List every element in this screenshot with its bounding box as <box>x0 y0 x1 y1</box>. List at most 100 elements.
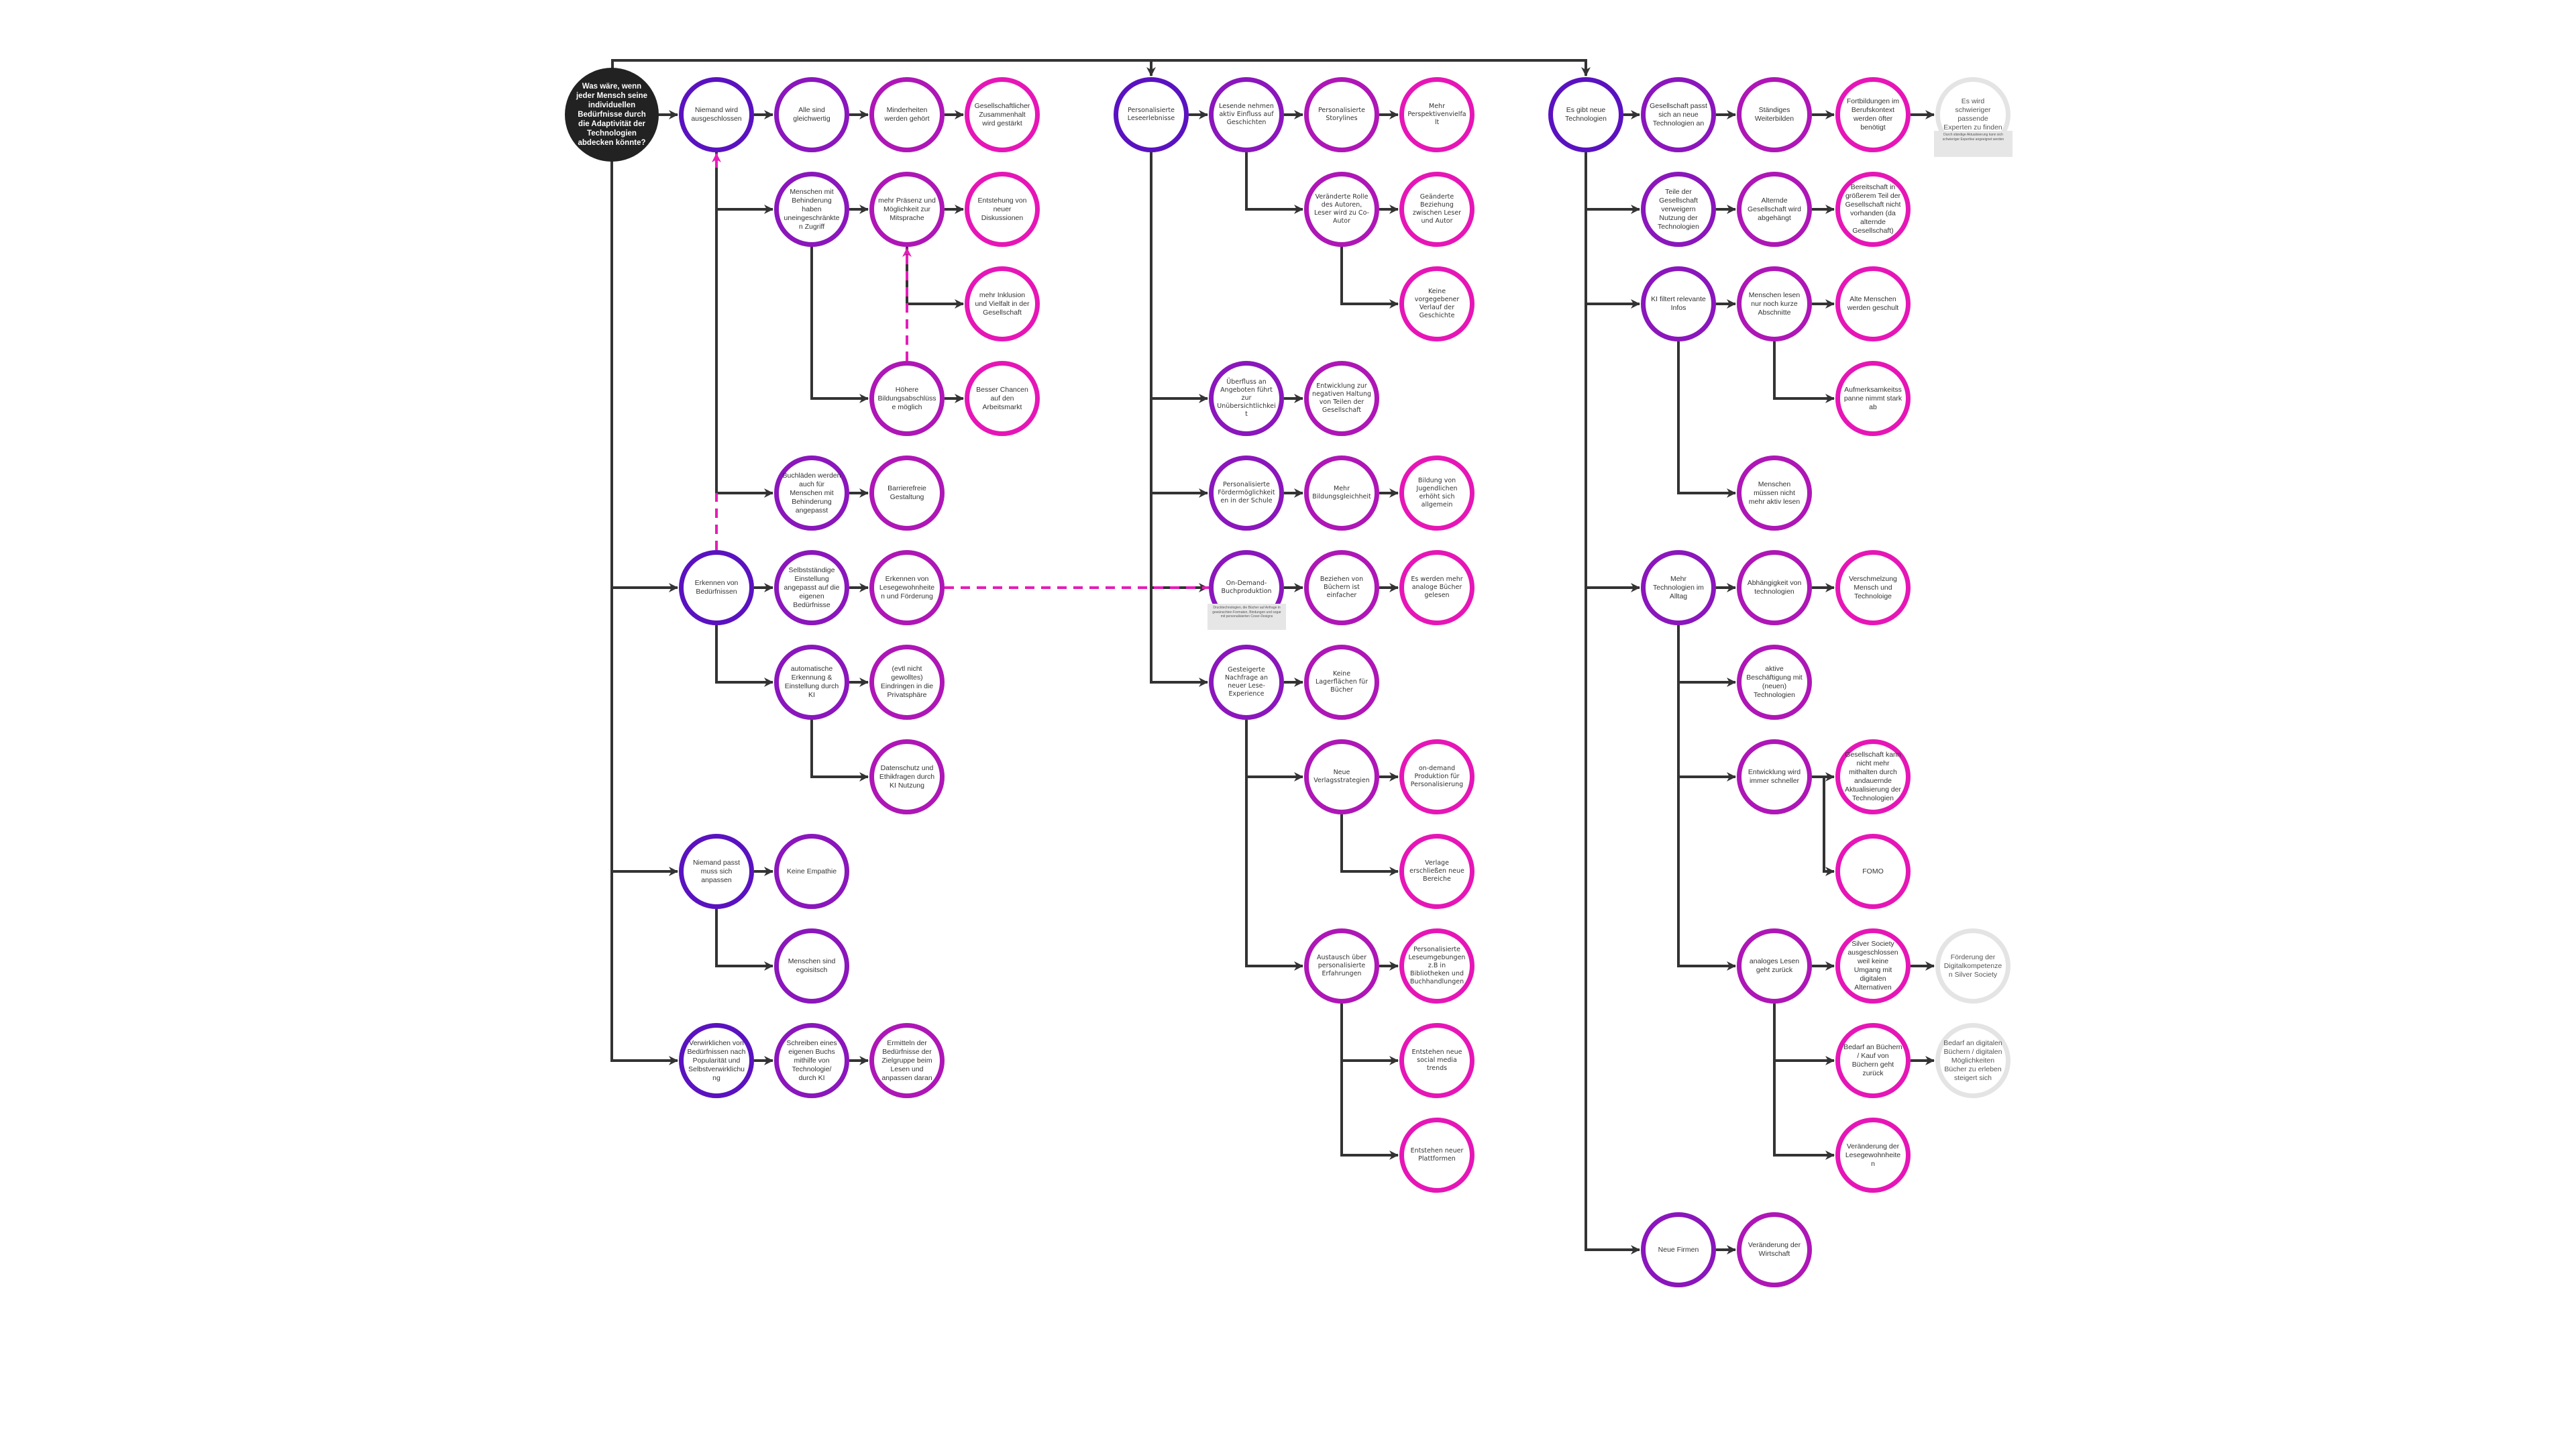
mindmap-node[interactable]: (evtl nicht gewolltes) Eindringen in die… <box>869 645 945 720</box>
mindmap-node[interactable]: Personalisierte Leseumgebungen z.B in Bi… <box>1399 928 1474 1004</box>
mindmap-node[interactable]: Gesellschaft passt sich an neue Technolo… <box>1641 77 1716 152</box>
mindmap-node[interactable]: Überfluss an Angeboten führt zur Unübers… <box>1209 361 1284 436</box>
mindmap-node[interactable]: Entstehen neue social media trends <box>1399 1023 1474 1098</box>
node-label: (evtl nicht gewolltes) Eindringen in die… <box>880 665 934 699</box>
mindmap-node[interactable]: Alternde Gesellschaft wird abgehängt <box>1737 172 1812 247</box>
mindmap-node[interactable]: Entstehung von neuer Diskussionen <box>965 172 1040 247</box>
mindmap-node[interactable]: Selbstständige Einstellung angepasst auf… <box>774 550 849 625</box>
mindmap-node[interactable]: Keine Empathie <box>774 834 849 909</box>
mindmap-node[interactable]: Verschmelzung Mensch und Technoloige <box>1835 550 1911 625</box>
mindmap-node[interactable]: automatische Erkennung & Einstellung dur… <box>774 645 849 720</box>
mindmap-node[interactable]: Menschen lesen nur noch kurze Abschnitte <box>1737 266 1812 341</box>
mindmap-node[interactable]: on-demand Produktion für Personalisierun… <box>1399 739 1474 814</box>
mindmap-node[interactable]: Verlage erschließen neue Bereiche <box>1399 834 1474 909</box>
mindmap-node[interactable]: aktive Beschäftigung mit (neuen) Technol… <box>1737 645 1812 720</box>
mindmap-node[interactable]: Menschen sind egoisitsch <box>774 928 849 1004</box>
node-label: Was wäre, wenn jeder Mensch seine indivi… <box>576 83 648 147</box>
mindmap-node[interactable]: Entwicklung zur negativen Haltung von Te… <box>1304 361 1379 436</box>
node-label: Gesellschaft passt sich an neue Technolo… <box>1650 101 1707 127</box>
mindmap-node[interactable]: Abhängigkeit von technologien <box>1737 550 1812 625</box>
mindmap-node[interactable]: Teile der Gesellschaft verweigern Nutzun… <box>1641 172 1716 247</box>
mindmap-node[interactable]: Geänderte Beziehung zwischen Leser und A… <box>1399 172 1474 247</box>
node-label: mehr Präsenz und Möglichkeit zur Mitspra… <box>878 196 936 222</box>
mindmap-node[interactable]: Keine Lagerflächen für Bücher <box>1304 645 1379 720</box>
mindmap-node[interactable]: Förderung der Digitalkompetenzen Silver … <box>1935 928 2010 1004</box>
mindmap-node[interactable]: Es werden mehr analoge Bücher gelesen <box>1399 550 1474 625</box>
mindmap-node[interactable]: Menschen müssen nicht mehr aktiv lesen <box>1737 455 1812 531</box>
mindmap-node[interactable]: analoges Lesen geht zurück <box>1737 928 1812 1004</box>
mindmap-node[interactable]: FOMO <box>1835 834 1911 909</box>
mindmap-node[interactable]: Neue Firmen <box>1641 1212 1716 1287</box>
mindmap-node[interactable]: Mehr Bildungsgleichheit <box>1304 455 1379 531</box>
mindmap-node[interactable]: Austausch über personalisierte Erfahrung… <box>1304 928 1379 1004</box>
mindmap-node[interactable]: Gesellschaftlicher Zusammenhalt wird ges… <box>965 77 1040 152</box>
mindmap-node[interactable]: Höhere Bildungsabschlüsse möglich <box>869 361 945 436</box>
mindmap-node[interactable]: Alle sind gleichwertig <box>774 77 849 152</box>
mindmap-node[interactable]: Barrierefreie Gestaltung <box>869 455 945 531</box>
node-label: Aufmerksamkeitsspanne nimmt stark ab <box>1843 385 1902 411</box>
mindmap-node[interactable]: Niemand wird ausgeschlossen <box>679 77 754 152</box>
mindmap-node[interactable]: Menschen mit Behinderung haben uneingesc… <box>774 172 849 247</box>
node-label: automatische Erkennung & Einstellung dur… <box>784 665 839 699</box>
mindmap-node[interactable]: Erkennen von Lesegewohnheiten und Förder… <box>869 550 945 625</box>
arrow-connector <box>1245 152 1303 214</box>
mindmap-node[interactable]: Keine vorgegebener Verlauf der Geschicht… <box>1399 266 1474 341</box>
mindmap-node[interactable]: Bereitschaft in größerem Teil der Gesell… <box>1835 172 1911 247</box>
mindmap-node[interactable]: Alte Menschen werden geschult <box>1835 266 1911 341</box>
mindmap-node[interactable]: Erkennen von Bedürfnissen <box>679 550 754 625</box>
node-label: Keine Lagerflächen für Bücher <box>1315 670 1368 694</box>
mindmap-node[interactable]: Minderheiten werden gehört <box>869 77 945 152</box>
node-label: Selbstständige Einstellung angepasst auf… <box>784 566 840 609</box>
mindmap-node[interactable]: Lesende nehmen aktiv Einfluss auf Geschi… <box>1209 77 1284 152</box>
central-question-node[interactable]: Was wäre, wenn jeder Mensch seine indivi… <box>565 68 659 162</box>
mindmap-node[interactable]: Personalisierte Storylines <box>1304 77 1379 152</box>
mindmap-node[interactable]: Aufmerksamkeitsspanne nimmt stark ab <box>1835 361 1911 436</box>
node-note[interactable]: Durch ständige Aktualisierung kann sich … <box>1934 131 2012 157</box>
node-label: Veränderte Rolle des Autoren, Leser wird… <box>1314 193 1369 225</box>
node-label: Personalisierte Storylines <box>1318 107 1365 122</box>
arrow-connector <box>1340 814 1399 876</box>
node-label: Gesteigerte Nachfrage an neuer Lese-Expe… <box>1225 666 1268 698</box>
mindmap-node[interactable]: Bedarf an digitalen Büchern / digitalen … <box>1935 1023 2010 1098</box>
node-label: aktive Beschäftigung mit (neuen) Technol… <box>1746 665 1803 699</box>
mindmap-node[interactable]: Verwirklichen von Bedürfnissen nach Popu… <box>679 1023 754 1098</box>
arrow-connector <box>1677 625 1736 687</box>
mindmap-node[interactable]: Datenschutz und Ethikfragen durch KI Nut… <box>869 739 945 814</box>
mindmap-node[interactable]: Veränderung der Wirtschaft <box>1737 1212 1812 1287</box>
mindmap-node[interactable]: mehr Präsenz und Möglichkeit zur Mitspra… <box>869 172 945 247</box>
node-label: Niemand passt muss sich anpassen <box>692 858 741 884</box>
mindmap-node[interactable]: Besser Chancen auf den Arbeitsmarkt <box>965 361 1040 436</box>
arrow-connector <box>1773 341 1835 403</box>
arrow-connector <box>1245 720 1303 782</box>
mindmap-node[interactable]: Personalisierte Fördermöglichkeiten in d… <box>1209 455 1284 531</box>
mindmap-node[interactable]: Neue Verlagsstrategien <box>1304 739 1379 814</box>
mindmap-node[interactable]: Entwicklung wird immer schneller <box>1737 739 1812 814</box>
mindmap-node[interactable]: Ständiges Weiterbilden <box>1737 77 1812 152</box>
mindmap-node[interactable]: mehr Inklusion und Vielfalt in der Gesel… <box>965 266 1040 341</box>
mindmap-node[interactable]: Fortbildungen im Berufskontext werden öf… <box>1835 77 1911 152</box>
mindmap-node[interactable]: Buchläden werden auch für Menschen mit B… <box>774 455 849 531</box>
mindmap-node[interactable]: Es gibt neue Technologien <box>1548 77 1623 152</box>
mindmap-node[interactable]: Niemand passt muss sich anpassen <box>679 834 754 909</box>
arrow-connector <box>610 161 678 1065</box>
mindmap-node[interactable]: Personalisierte Leseerlebnisse <box>1114 77 1189 152</box>
mindmap-node[interactable]: Veränderte Rolle des Autoren, Leser wird… <box>1304 172 1379 247</box>
node-note[interactable]: Drucktechnologien, die Bücher auf Anfrag… <box>1208 604 1286 630</box>
mindmap-node[interactable]: Mehr Perspektivenvielfalt <box>1399 77 1474 152</box>
mindmap-node[interactable]: KI filtert relevante Infos <box>1641 266 1716 341</box>
mindmap-node[interactable]: Ermitteln der Bedürfnisse der Zielgruppe… <box>869 1023 945 1098</box>
mindmap-node[interactable]: Silver Society ausgeschlossen weil keine… <box>1835 928 1911 1004</box>
node-label: Neue Firmen <box>1658 1245 1699 1254</box>
mindmap-node[interactable]: Veränderung der Lesegewohnheiten <box>1835 1118 1911 1193</box>
mindmap-node[interactable]: Bedarf an Büchern / Kauf von Büchern geh… <box>1835 1023 1911 1098</box>
mindmap-node[interactable]: Entstehen neuer Plattformen <box>1399 1118 1474 1193</box>
mindmap-node[interactable]: Beziehen von Büchern ist einfacher <box>1304 550 1379 625</box>
mindmap-node[interactable]: Gesteigerte Nachfrage an neuer Lese-Expe… <box>1209 645 1284 720</box>
mindmap-node[interactable]: Mehr Technologien im Alltag <box>1641 550 1716 625</box>
mindmap-node[interactable]: Schreiben eines eigenen Buchs mithilfe v… <box>774 1023 849 1098</box>
mindmap-node[interactable]: Bildung von Jugendlichen erhöht sich all… <box>1399 455 1474 531</box>
node-label: Keine vorgegebener Verlauf der Geschicht… <box>1414 288 1460 319</box>
node-label: Keine Empathie <box>786 867 837 875</box>
mindmap-node[interactable]: Gesellschaft kann nicht mehr mithalten d… <box>1835 739 1911 814</box>
